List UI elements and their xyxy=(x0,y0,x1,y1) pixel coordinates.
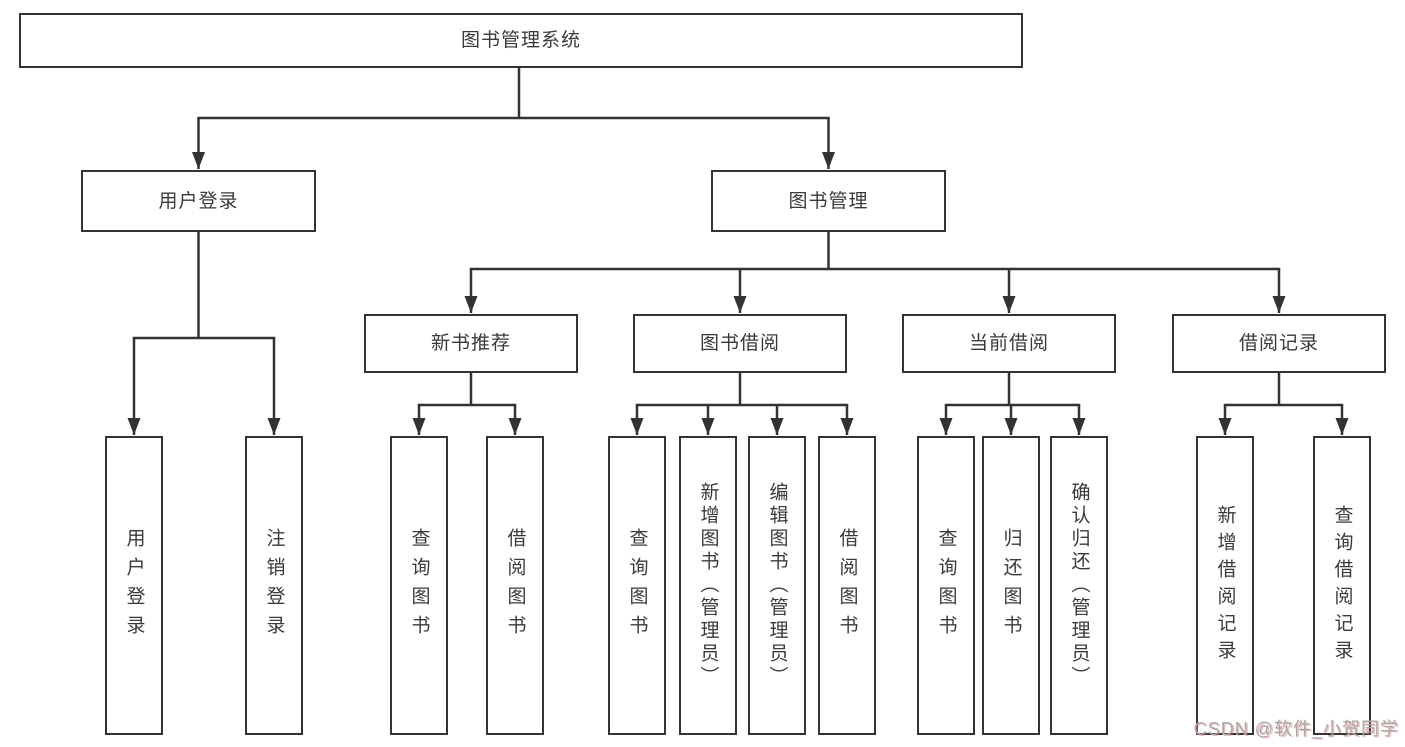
leaf-bb-borrow-book-label: 借阅图书 xyxy=(836,527,858,644)
leaf-cb-confirm-return-admin-label: 确认归还（管理员） xyxy=(1068,482,1090,689)
leaf-user-login-label: 用户登录 xyxy=(123,527,145,644)
leaf-br-query-record-label: 查询借阅记录 xyxy=(1331,504,1353,667)
leaf-nbr-query-book-label: 查询图书 xyxy=(408,527,430,644)
leaf-br-add-record: 新增借阅记录 xyxy=(1196,436,1254,735)
node-current-borrow-label: 当前借阅 xyxy=(968,333,1049,354)
csdn-watermark: CSDN @软件_小贺同学 xyxy=(1193,719,1399,739)
node-book-management-label: 图书管理 xyxy=(788,190,869,212)
node-borrow-records-label: 借阅记录 xyxy=(1238,333,1319,354)
leaf-cb-query-book: 查询图书 xyxy=(917,436,975,735)
node-current-borrow: 当前借阅 xyxy=(902,314,1116,373)
leaf-user-login: 用户登录 xyxy=(105,436,163,735)
connector-arrows xyxy=(127,118,1349,435)
leaf-bb-edit-book-admin-label: 编辑图书（管理员） xyxy=(766,482,788,689)
leaf-br-query-record: 查询借阅记录 xyxy=(1313,436,1371,735)
leaf-cb-confirm-return-admin: 确认归还（管理员） xyxy=(1050,436,1108,735)
node-book-borrow-label: 图书借阅 xyxy=(699,333,780,354)
leaf-bb-borrow-book: 借阅图书 xyxy=(818,436,876,735)
leaf-cb-return-book-label: 归还图书 xyxy=(1000,527,1022,644)
node-new-book-recommend-label: 新书推荐 xyxy=(430,333,511,354)
node-new-book-recommend: 新书推荐 xyxy=(364,314,578,373)
node-root: 图书管理系统 xyxy=(19,13,1023,68)
leaf-bb-add-book-admin-label: 新增图书（管理员） xyxy=(697,482,719,689)
leaf-bb-add-book-admin: 新增图书（管理员） xyxy=(679,436,737,735)
node-user-login-label: 用户登录 xyxy=(158,190,239,212)
leaf-bb-edit-book-admin: 编辑图书（管理员） xyxy=(748,436,806,735)
leaf-br-add-record-label: 新增借阅记录 xyxy=(1214,504,1236,667)
leaf-nbr-query-book: 查询图书 xyxy=(390,436,448,735)
leaf-cb-return-book: 归还图书 xyxy=(982,436,1040,735)
leaf-nbr-borrow-book: 借阅图书 xyxy=(486,436,544,735)
connector-lines xyxy=(132,66,1344,407)
leaf-logout: 注销登录 xyxy=(245,436,303,735)
leaf-cb-query-book-label: 查询图书 xyxy=(935,527,957,644)
leaf-bb-query-book-label: 查询图书 xyxy=(626,527,648,644)
node-book-borrow: 图书借阅 xyxy=(633,314,847,373)
node-book-management: 图书管理 xyxy=(711,170,946,232)
leaf-bb-query-book: 查询图书 xyxy=(608,436,666,735)
node-borrow-records: 借阅记录 xyxy=(1172,314,1386,373)
node-user-login: 用户登录 xyxy=(81,170,316,232)
leaf-nbr-borrow-book-label: 借阅图书 xyxy=(504,527,526,644)
leaf-logout-label: 注销登录 xyxy=(263,527,285,644)
node-root-label: 图书管理系统 xyxy=(460,30,581,51)
